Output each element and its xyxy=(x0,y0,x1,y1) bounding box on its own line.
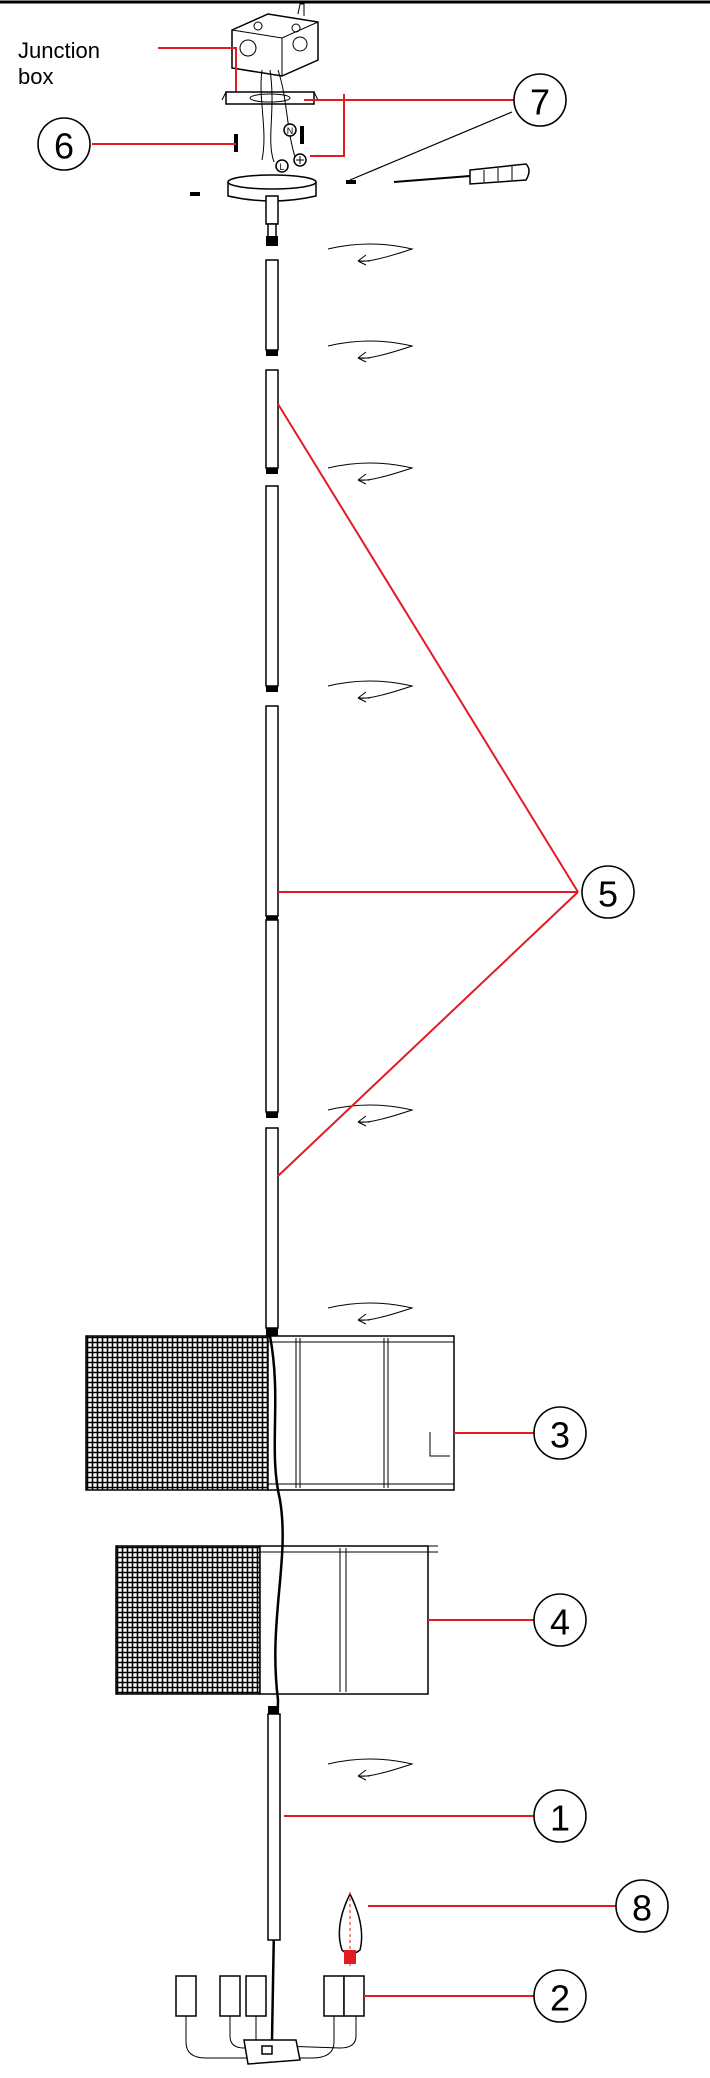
junction-box-leader xyxy=(158,47,237,98)
callout-2: 2 xyxy=(533,1969,587,2023)
callout-7: 7 xyxy=(513,73,567,127)
callout-7-pointer xyxy=(349,111,513,181)
mounting-bracket xyxy=(221,91,319,105)
bottom-rod xyxy=(267,1706,281,1941)
svg-text:4: 4 xyxy=(550,1602,570,1643)
screwdriver-icon xyxy=(393,163,530,185)
junction-box-label: Junction box xyxy=(18,38,100,89)
candelabra-arms xyxy=(175,1975,365,2065)
rotation-arrows xyxy=(327,243,414,1781)
svg-text:8: 8 xyxy=(632,1888,652,1929)
svg-text:L: L xyxy=(279,162,284,172)
inner-shade xyxy=(115,1545,438,1695)
top-rod-coupler xyxy=(266,223,278,246)
power-cord xyxy=(268,1335,284,2041)
junction-box xyxy=(231,3,319,77)
bulb-icon xyxy=(338,1892,363,1966)
callout-4: 4 xyxy=(533,1593,587,1647)
down-rods xyxy=(265,259,279,1336)
callout-5: 5 xyxy=(581,865,635,919)
wire-connectors: L N xyxy=(275,123,307,173)
wires xyxy=(260,69,297,163)
svg-text:3: 3 xyxy=(550,1415,570,1456)
svg-text:5: 5 xyxy=(598,874,618,915)
svg-text:2: 2 xyxy=(550,1978,570,2019)
callout-8: 8 xyxy=(615,1879,669,1933)
callout-7-leader xyxy=(304,94,522,157)
callout-5-leaders xyxy=(277,403,579,1177)
callout-6: 6 xyxy=(37,117,91,171)
callout-1: 1 xyxy=(533,1789,587,1843)
svg-text:1: 1 xyxy=(550,1798,570,1839)
svg-text:N: N xyxy=(287,126,294,136)
outer-shade xyxy=(85,1335,455,1491)
callout-3: 3 xyxy=(533,1406,587,1460)
svg-text:7: 7 xyxy=(530,82,550,123)
svg-text:6: 6 xyxy=(54,126,74,167)
canopy xyxy=(227,174,317,225)
